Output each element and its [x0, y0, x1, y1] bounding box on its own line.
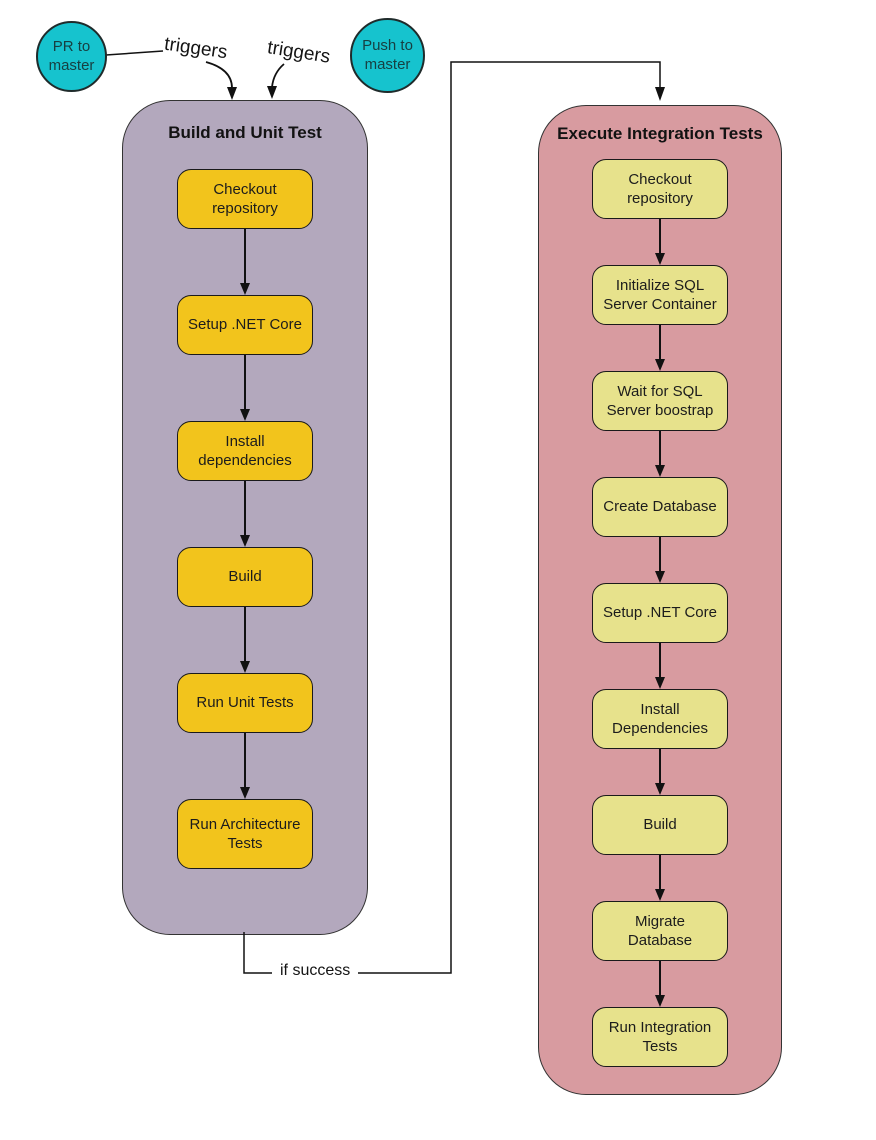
trigger-node-label: Push to master	[362, 36, 413, 73]
flow-arrow	[654, 749, 666, 795]
step-install-dependencies: Install Dependencies	[592, 689, 728, 749]
flow-arrow	[239, 607, 251, 673]
step-checkout-repository: Checkout repository	[177, 169, 313, 229]
step-run-unit-tests: Run Unit Tests	[177, 673, 313, 733]
flow-arrow	[239, 355, 251, 421]
step-create-database: Create Database	[592, 477, 728, 537]
trigger-node-label: PR to master	[48, 37, 95, 74]
step-initialize-sql-server-container: Initialize SQL Server Container	[592, 265, 728, 325]
step-run-integration-tests: Run Integration Tests	[592, 1007, 728, 1067]
step-wait-for-sql-server-bootstrap: Wait for SQL Server boostrap	[592, 371, 728, 431]
pipeline-execute-integration-tests: Execute Integration Tests Checkout repos…	[538, 105, 782, 1095]
arrowhead-triggers-2	[267, 86, 277, 99]
edge-triggers-arrow-1	[205, 61, 233, 89]
step-build: Build	[177, 547, 313, 607]
flow-arrow	[654, 643, 666, 689]
pipeline-build-and-unit-test: Build and Unit Test Checkout repository …	[122, 100, 368, 935]
flow-arrow	[654, 855, 666, 901]
edge-label-triggers-2: triggers	[265, 37, 332, 68]
trigger-node-push-to-master: Push to master	[350, 18, 425, 93]
step-setup-dotnet-core: Setup .NET Core	[177, 295, 313, 355]
edge-triggers-arrow-2	[271, 63, 285, 88]
flow-arrow	[239, 733, 251, 799]
pipeline-title: Execute Integration Tests	[557, 124, 763, 143]
pipeline-title: Build and Unit Test	[168, 123, 322, 142]
flow-arrow	[654, 431, 666, 477]
flow-arrow	[239, 481, 251, 547]
edge-label-triggers-1: triggers	[162, 33, 229, 64]
step-run-architecture-tests: Run Architecture Tests	[177, 799, 313, 869]
step-setup-dotnet-core: Setup .NET Core	[592, 583, 728, 643]
step-install-dependencies: Install dependencies	[177, 421, 313, 481]
step-build: Build	[592, 795, 728, 855]
flow-arrow	[239, 229, 251, 295]
edge-label-if-success: if success	[272, 962, 359, 980]
step-checkout-repository: Checkout repository	[592, 159, 728, 219]
flow-arrow	[654, 325, 666, 371]
flow-arrow	[654, 961, 666, 1007]
trigger-node-pr-to-master: PR to master	[36, 21, 107, 92]
flow-arrow	[654, 219, 666, 265]
step-migrate-database: Migrate Database	[592, 901, 728, 961]
flow-arrow	[654, 537, 666, 583]
arrowhead-if-success	[655, 87, 665, 101]
arrowhead-triggers-1	[227, 87, 237, 100]
edge-pr-to-triggers	[105, 50, 164, 56]
